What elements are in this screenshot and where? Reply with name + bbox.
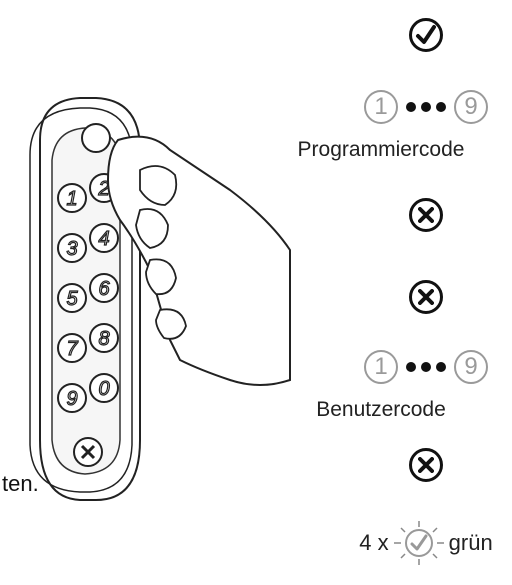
step-led-feedback: 4 x grün (340, 520, 512, 566)
digit-start: 1 (364, 350, 398, 384)
keypad-key-label: 6 (98, 278, 110, 300)
step-programming-sequence: 1 9 (340, 90, 512, 124)
x-icon (80, 444, 96, 460)
keypad-key-9 (57, 383, 87, 413)
led-count-label: 4 x (359, 530, 389, 555)
keypad-key-label: 4 (98, 228, 109, 250)
keypad-top-button (81, 123, 111, 153)
led-color-label: grün (448, 530, 493, 555)
ellipsis-dots (406, 362, 446, 372)
keypad-key-8 (89, 323, 119, 353)
keypad-key-7 (57, 333, 87, 363)
keypad-key-label: 9 (66, 388, 77, 410)
digit-end: 9 (454, 350, 488, 384)
keypad-key-label: 0 (98, 378, 109, 400)
digit-start: 1 (364, 90, 398, 124)
keypad-key-label: 3 (66, 238, 77, 260)
keypad-key-5 (57, 283, 87, 313)
keypad-key-3 (57, 233, 87, 263)
step-cancel-1 (340, 198, 512, 232)
step-cancel-2 (340, 280, 512, 314)
check-circle-icon (409, 18, 443, 52)
x-circle-icon (409, 280, 443, 314)
keypad-key-1 (57, 183, 87, 213)
keypad-key-4 (89, 223, 119, 253)
x-circle-icon (409, 198, 443, 232)
led-check-icon (393, 521, 444, 565)
keypad-key-label: 1 (66, 188, 77, 210)
ellipsis-dots (406, 102, 446, 112)
step-confirm-1 (340, 18, 512, 52)
partial-instruction-text: ten. (2, 471, 39, 496)
keypad-key-6 (89, 273, 119, 303)
step-cancel-3 (340, 448, 512, 482)
user-code-label: Benutzercode (316, 398, 446, 421)
programming-code-label: Programmiercode (297, 138, 465, 161)
step-user-sequence: 1 9 (340, 350, 512, 384)
keypad-key-label: 7 (66, 338, 78, 360)
x-circle-icon (409, 448, 443, 482)
digit-end: 9 (454, 90, 488, 124)
keypad-key-label: 8 (98, 328, 109, 350)
keypad-key-label: 2 (97, 178, 109, 200)
keypad-key-0 (89, 373, 119, 403)
keypad-key-label: 5 (66, 288, 78, 310)
